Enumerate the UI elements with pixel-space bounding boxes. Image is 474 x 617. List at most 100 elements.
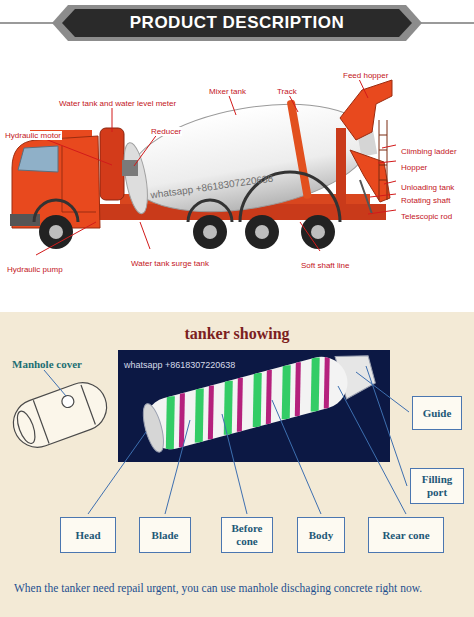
part-label: Water tank and water level meter	[58, 92, 177, 110]
leader-line	[382, 145, 396, 148]
part-label: Soft shaft line	[300, 261, 350, 270]
mixer-truck-picture	[10, 80, 392, 249]
mixer-truck-picture	[340, 80, 392, 140]
part-label: Climbing ladder	[400, 140, 458, 158]
drum-cutaway	[139, 402, 167, 454]
leader-line	[140, 222, 150, 249]
box-label: Guide	[423, 407, 452, 420]
title-banner	[62, 9, 412, 37]
manhole-sketch	[33, 383, 96, 443]
title-text: PRODUCT DESCRIPTION	[0, 13, 474, 33]
part-label: Manhole cover	[12, 354, 82, 372]
leader-line	[338, 386, 406, 514]
leader-line	[378, 161, 396, 163]
leader-line	[88, 432, 146, 514]
part-label: Hopper	[400, 156, 428, 174]
mixer-truck-picture	[121, 88, 379, 229]
part-label: Rotating shaft	[400, 196, 451, 205]
mixer-truck-picture	[245, 215, 279, 249]
mixer-truck-picture	[287, 99, 312, 199]
part-label: Hydraulic pump	[6, 265, 64, 274]
part-label: Telescopic rod	[400, 205, 453, 223]
manhole-sketch	[7, 376, 114, 454]
part-label: Water tank and water level meter	[58, 99, 177, 108]
part-label: Hopper	[400, 163, 428, 172]
leader-line	[40, 137, 112, 165]
box-label: Blade	[152, 529, 179, 542]
leader-line	[384, 181, 396, 184]
label-box: Before cone	[221, 517, 273, 553]
manhole-sketch	[14, 409, 39, 446]
mixer-truck-picture	[311, 225, 325, 239]
label-box: Filling port	[410, 468, 464, 504]
manhole-sketch	[60, 394, 75, 409]
title-text: PRODUCT DESCRIPTION	[130, 13, 344, 32]
drum-cutaway	[168, 393, 196, 447]
part-label: Manhole cover	[12, 358, 82, 370]
mixer-truck-picture	[336, 128, 346, 206]
leader-line	[44, 370, 66, 396]
mixer-truck-picture	[117, 87, 383, 229]
part-label: Feed hopper	[342, 64, 389, 82]
part-label: Water tank surge tank	[130, 259, 210, 268]
title-banner	[52, 5, 422, 41]
mixer-truck-picture	[350, 150, 390, 202]
label-box: Guide	[412, 396, 462, 430]
drum-cutaway	[226, 378, 254, 432]
leader-line	[165, 420, 190, 514]
leader-line	[356, 372, 409, 412]
leader-line	[366, 366, 407, 486]
leader-line	[368, 210, 396, 214]
part-label: Hydraulic motor	[4, 124, 62, 142]
watermark: whatsapp +8618307220638	[150, 176, 274, 194]
mixer-truck-picture	[255, 225, 269, 239]
drum-cutaway	[197, 385, 225, 439]
leader-line	[36, 222, 96, 255]
mixer-truck-picture	[100, 128, 124, 200]
mixer-truck-picture	[203, 225, 217, 239]
section-ground	[0, 312, 474, 617]
label-box: Body	[297, 517, 345, 553]
part-label: Water tank surge tank	[130, 252, 210, 270]
box-label: Before cone	[226, 522, 268, 548]
part-label: Feed hopper	[342, 71, 389, 80]
part-label: Track	[276, 80, 298, 98]
caption-text: When the tanker need repail urgent, you …	[14, 578, 462, 596]
part-label: Hydraulic pump	[6, 258, 64, 276]
mixer-truck-picture	[379, 120, 387, 200]
part-label: Reducer	[150, 120, 182, 138]
box-label: Rear cone	[382, 529, 429, 542]
section-heading: tanker showing	[184, 324, 289, 344]
label-box: Blade	[139, 517, 191, 553]
part-label: Unloading tank	[400, 176, 455, 194]
mixer-truck-picture	[122, 160, 138, 176]
box-label: Body	[309, 529, 333, 542]
watermark: whatsapp +8618307220638	[124, 360, 235, 370]
part-label: Telescopic rod	[400, 212, 453, 221]
title-banner	[0, 5, 474, 41]
manhole-sketch	[7, 376, 114, 454]
part-label: Climbing ladder	[400, 147, 458, 156]
part-label: Mixer tank	[208, 87, 247, 96]
mixer-truck-picture	[301, 215, 335, 249]
leader-line	[36, 77, 396, 255]
drum-cutaway	[284, 362, 312, 416]
leader-line	[228, 93, 236, 115]
leader-line	[88, 366, 409, 514]
leader-line	[272, 400, 321, 514]
section-heading: tanker showing	[184, 325, 289, 342]
leader-line	[222, 414, 247, 514]
label-box: Rear cone	[368, 517, 444, 553]
part-label: Mixer tank	[208, 80, 247, 98]
part-label: Rotating shaft	[400, 189, 451, 207]
part-label: Soft shaft line	[300, 254, 350, 272]
caption-text: When the tanker need repail urgent, you …	[14, 582, 422, 594]
leader-line	[358, 77, 368, 98]
box-label: Filling port	[415, 473, 459, 499]
watermark: whatsapp +8618307220638	[124, 354, 235, 372]
drum-cutaway	[313, 354, 341, 408]
mixer-truck-picture	[34, 172, 340, 222]
label-box: Head	[60, 517, 116, 553]
mixer-truck-picture	[49, 225, 63, 239]
